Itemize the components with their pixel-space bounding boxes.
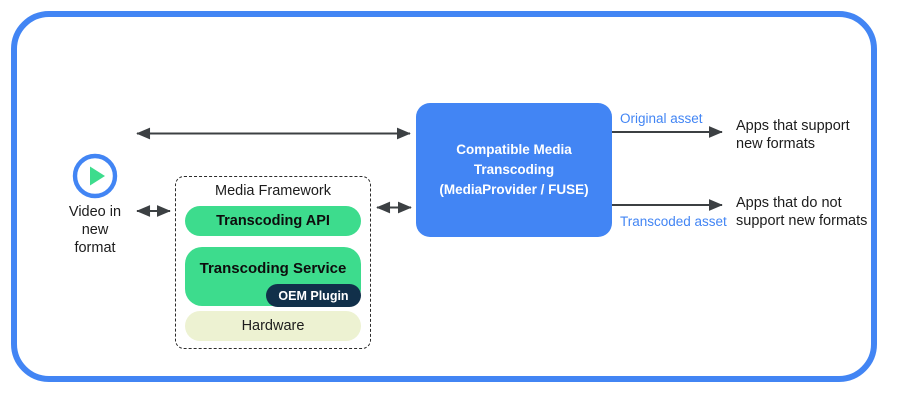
label-original-asset: Original asset	[620, 111, 703, 126]
media-framework-title: Media Framework	[214, 183, 332, 199]
source-caption: Video in new format	[40, 203, 150, 257]
label-apps-that-do-not-support: Apps that do not support new formats	[736, 194, 867, 230]
compatible-media-transcoding-box[interactable]: Compatible Media Transcoding (MediaProvi…	[416, 103, 612, 237]
media-framework-group	[175, 176, 371, 349]
apps-support-line1: Apps that support	[736, 118, 850, 134]
apps-nosupport-line2: support new formats	[736, 213, 868, 229]
source-caption-line1: Video in	[68, 204, 122, 220]
apps-nosupport-line1: Apps that do not	[736, 195, 842, 211]
block-hardware[interactable]: Hardware	[185, 311, 361, 341]
cmt-line1: Compatible Media	[456, 142, 572, 157]
cmt-line2: Transcoding	[473, 162, 555, 177]
label-transcoded-asset: Transcoded asset	[620, 214, 727, 229]
play-circle-icon	[72, 153, 118, 199]
cmt-line3: (MediaProvider / FUSE)	[439, 182, 589, 197]
source-caption-line2: new	[81, 222, 109, 238]
block-transcoding-api[interactable]: Transcoding API	[185, 206, 361, 236]
label-apps-that-support: Apps that support new formats	[736, 117, 850, 153]
block-oem-plugin[interactable]: OEM Plugin	[266, 284, 361, 307]
source-caption-line3: format	[74, 240, 116, 256]
outer-frame-border	[11, 11, 877, 382]
apps-support-line2: new formats	[736, 136, 815, 152]
